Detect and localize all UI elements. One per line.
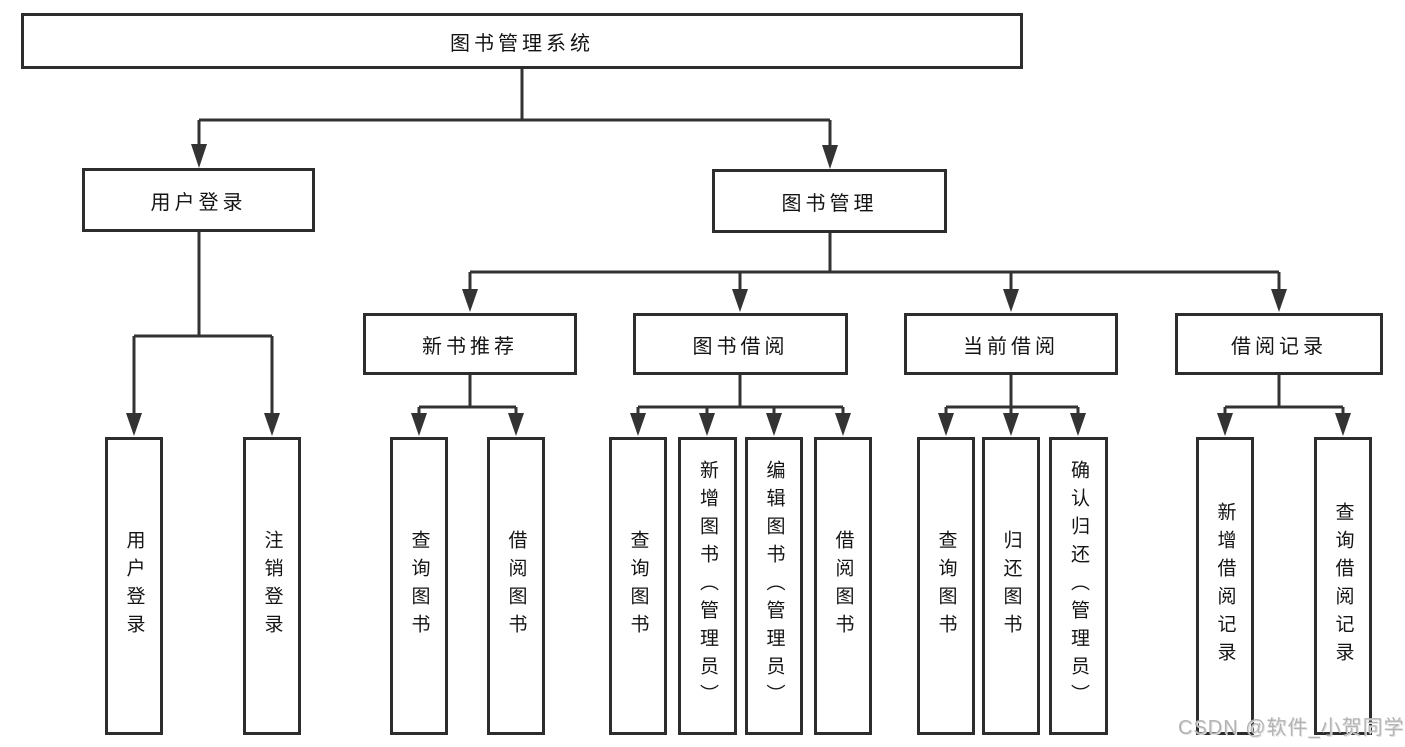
node-leaf-confirm-return-admin: 确认归还（管理员）: [1049, 437, 1108, 735]
wire-root-to-level2: [197, 69, 832, 148]
node-label: 图书管理: [781, 192, 878, 215]
wire-current-branch: [944, 375, 1080, 416]
node-leaf-return-books: 归还图书: [982, 437, 1040, 735]
node-current-borrow: 当前借阅: [904, 313, 1118, 375]
node-book-management: 图书管理: [712, 169, 947, 233]
node-leaf-borrow-books-recommend: 借阅图书: [487, 437, 545, 735]
wire-recommend-branch: [417, 375, 518, 416]
node-label: 借阅记录: [1231, 335, 1327, 358]
node-label: 确认归还（管理员）: [1068, 460, 1089, 712]
node-leaf-user-login: 用户登录: [105, 437, 163, 735]
node-label: 新增图书（管理员）: [697, 460, 718, 712]
node-book-borrow: 图书借阅: [633, 313, 848, 375]
node-leaf-query-books-borrow: 查询图书: [609, 437, 667, 735]
wire-records-branch: [1223, 375, 1345, 416]
csdn-watermark: CSDN @软件_小贺同学: [1178, 717, 1405, 739]
node-library-management-system: 图书管理系统: [21, 13, 1023, 69]
node-label: 借阅图书: [505, 530, 527, 642]
wire-borrow-branch: [636, 375, 845, 416]
node-leaf-borrow-books: 借阅图书: [814, 437, 872, 735]
node-label: 图书借阅: [692, 335, 789, 358]
node-leaf-add-borrow-record: 新增借阅记录: [1196, 437, 1254, 735]
node-leaf-query-books-current: 查询图书: [917, 437, 975, 735]
node-label: 归还图书: [1000, 530, 1022, 642]
node-label: 当前借阅: [963, 335, 1059, 358]
node-label: 用户登录: [123, 530, 145, 642]
node-label: 查询图书: [627, 530, 649, 642]
arrowheads: [126, 144, 1351, 436]
node-label: 借阅图书: [832, 530, 854, 642]
node-leaf-add-book-admin: 新增图书（管理员）: [678, 437, 737, 735]
node-label: 编辑图书（管理员）: [763, 460, 785, 712]
wire-userlogin-to-leaves: [132, 232, 274, 416]
wire-bookmgmt-to-level3: [468, 233, 1281, 292]
node-label: 新增借阅记录: [1214, 502, 1236, 670]
node-label: 查询图书: [408, 530, 430, 642]
node-leaf-logout: 注销登录: [243, 437, 301, 735]
node-leaf-query-books-recommend: 查询图书: [390, 437, 448, 735]
node-leaf-edit-book-admin: 编辑图书（管理员）: [745, 437, 803, 735]
node-leaf-query-borrow-record: 查询借阅记录: [1314, 437, 1372, 735]
node-label: 注销登录: [261, 530, 283, 642]
node-label: 查询图书: [935, 530, 957, 642]
node-label: 新书推荐: [422, 335, 518, 358]
node-label: 图书管理系统: [450, 32, 594, 55]
node-user-login: 用户登录: [82, 168, 315, 232]
node-label: 用户登录: [150, 191, 247, 214]
node-label: 查询借阅记录: [1332, 502, 1354, 670]
node-new-book-recommend: 新书推荐: [363, 313, 577, 375]
node-borrow-records: 借阅记录: [1175, 313, 1383, 375]
